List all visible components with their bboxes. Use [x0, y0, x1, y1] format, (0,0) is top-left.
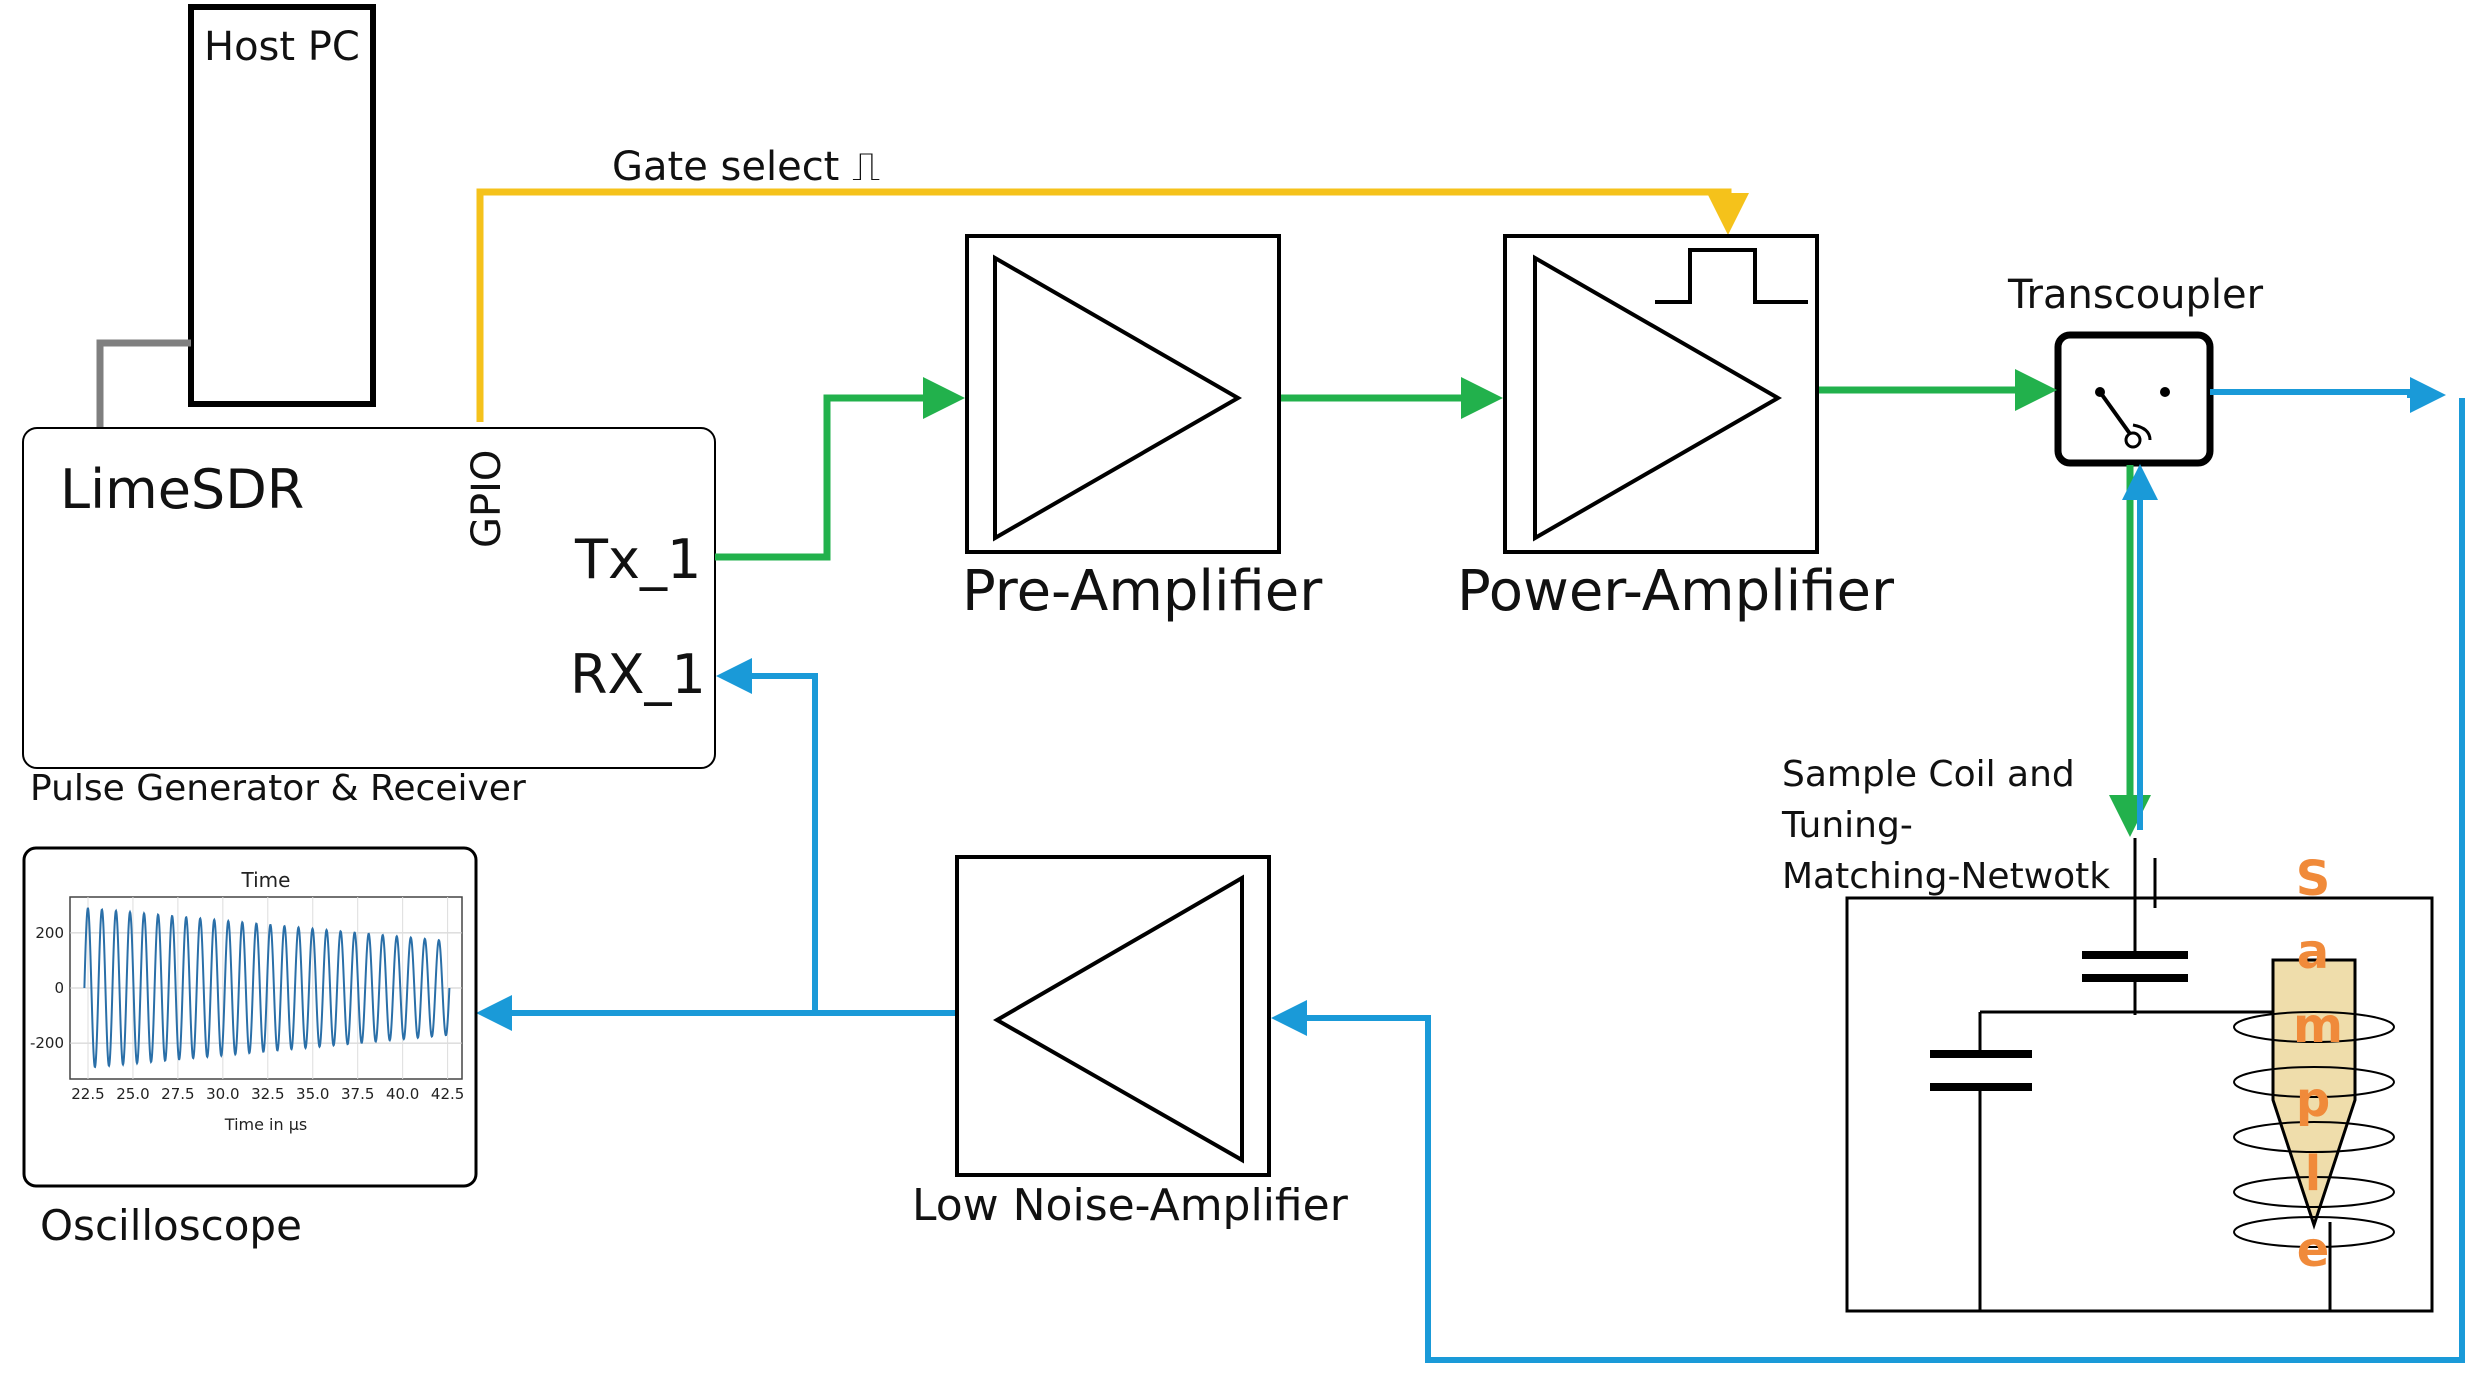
power-amplifier-block — [1503, 234, 1819, 554]
osc-x-tick-label: 32.5 — [251, 1085, 284, 1103]
host-pc-block: Host PC — [188, 4, 376, 407]
transcoupler-out-line — [2210, 377, 2446, 413]
lna-to-rx-line — [716, 658, 818, 1013]
sample-letter: l — [2305, 1146, 2321, 1202]
osc-x-tick-label: 22.5 — [71, 1085, 104, 1103]
osc-x-ticks: 22.5 25.0 27.5 30.0 32.5 35.0 37.5 40.0 42.5 — [71, 1085, 464, 1103]
amplifier-triangle-icon — [1533, 254, 1783, 542]
gate-pulse-icon — [1655, 248, 1808, 304]
sample-label: S a m p l e — [2293, 851, 2343, 1278]
osc-x-tick-label: 25.0 — [116, 1085, 149, 1103]
sample-letter: S — [2296, 851, 2331, 907]
osc-y-tick-label: 200 — [35, 924, 64, 942]
low-noise-amplifier-block — [955, 855, 1271, 1177]
gate-select-label: Gate select ⎍ — [612, 144, 880, 190]
rx-return-line — [1271, 398, 2465, 1363]
sample-coil — [2233, 1011, 2395, 1248]
osc-x-axis-label: Time in µs — [224, 1115, 307, 1134]
tx-signal-line — [715, 377, 965, 561]
sample-tube — [2271, 958, 2357, 1230]
host-pc-label: Host PC — [204, 24, 360, 70]
limesdr-block: LimeSDR GPIO Tx_1 RX_1 — [22, 427, 716, 769]
power-amplifier-label: Power-Amplifier — [1457, 559, 1895, 624]
limesdr-label: LimeSDR — [60, 458, 304, 521]
coil-label-line2: Tuning- — [1781, 805, 1913, 846]
osc-y-ticks: 200 0 -200 — [30, 924, 64, 1052]
host-link-connector — [96, 339, 191, 428]
osc-y-tick-label: -200 — [30, 1034, 64, 1052]
lna-label: Low Noise-Amplifier — [912, 1180, 1349, 1231]
rx-port-label: RX_1 — [570, 643, 706, 706]
osc-x-tick-label: 30.0 — [206, 1085, 239, 1103]
oscilloscope-label: Oscilloscope — [40, 1201, 302, 1250]
transcoupler-label: Transcoupler — [2007, 272, 2264, 318]
osc-x-tick-label: 42.5 — [431, 1085, 464, 1103]
osc-plot-title: Time — [241, 868, 291, 892]
sample-letter: e — [2297, 1222, 2330, 1278]
sample-letter: p — [2296, 1072, 2330, 1128]
pre-amplifier-block — [965, 234, 1281, 554]
osc-x-tick-label: 35.0 — [296, 1085, 329, 1103]
osc-signal-trace — [83, 907, 451, 1069]
transcoupler-block — [2054, 331, 2214, 467]
pulse-generator-caption: Pulse Generator & Receiver — [30, 768, 526, 809]
gate-select-line — [476, 188, 1749, 422]
osc-x-tick-label: 37.5 — [341, 1085, 374, 1103]
osc-x-tick-label: 27.5 — [161, 1085, 194, 1103]
pre-amplifier-label: Pre-Amplifier — [962, 559, 1323, 624]
coil-label-line3: Matching-Netwotk — [1782, 856, 2110, 897]
amplifier-triangle-icon — [993, 254, 1243, 542]
sample-letter: m — [2293, 998, 2343, 1054]
amplifier-triangle-icon — [992, 874, 1244, 1164]
coil-label-line1: Sample Coil and — [1782, 754, 2075, 795]
sample-letter: a — [2297, 924, 2329, 980]
gpio-label: GPIO — [464, 450, 510, 548]
tx-port-label: Tx_1 — [574, 528, 701, 591]
osc-y-tick-label: 0 — [54, 979, 64, 997]
oscilloscope-block: Time 200 0 -200 22.5 25.0 27.5 30.0 32.5 35.0 37… — [22, 846, 478, 1188]
osc-x-tick-label: 40.0 — [386, 1085, 419, 1103]
